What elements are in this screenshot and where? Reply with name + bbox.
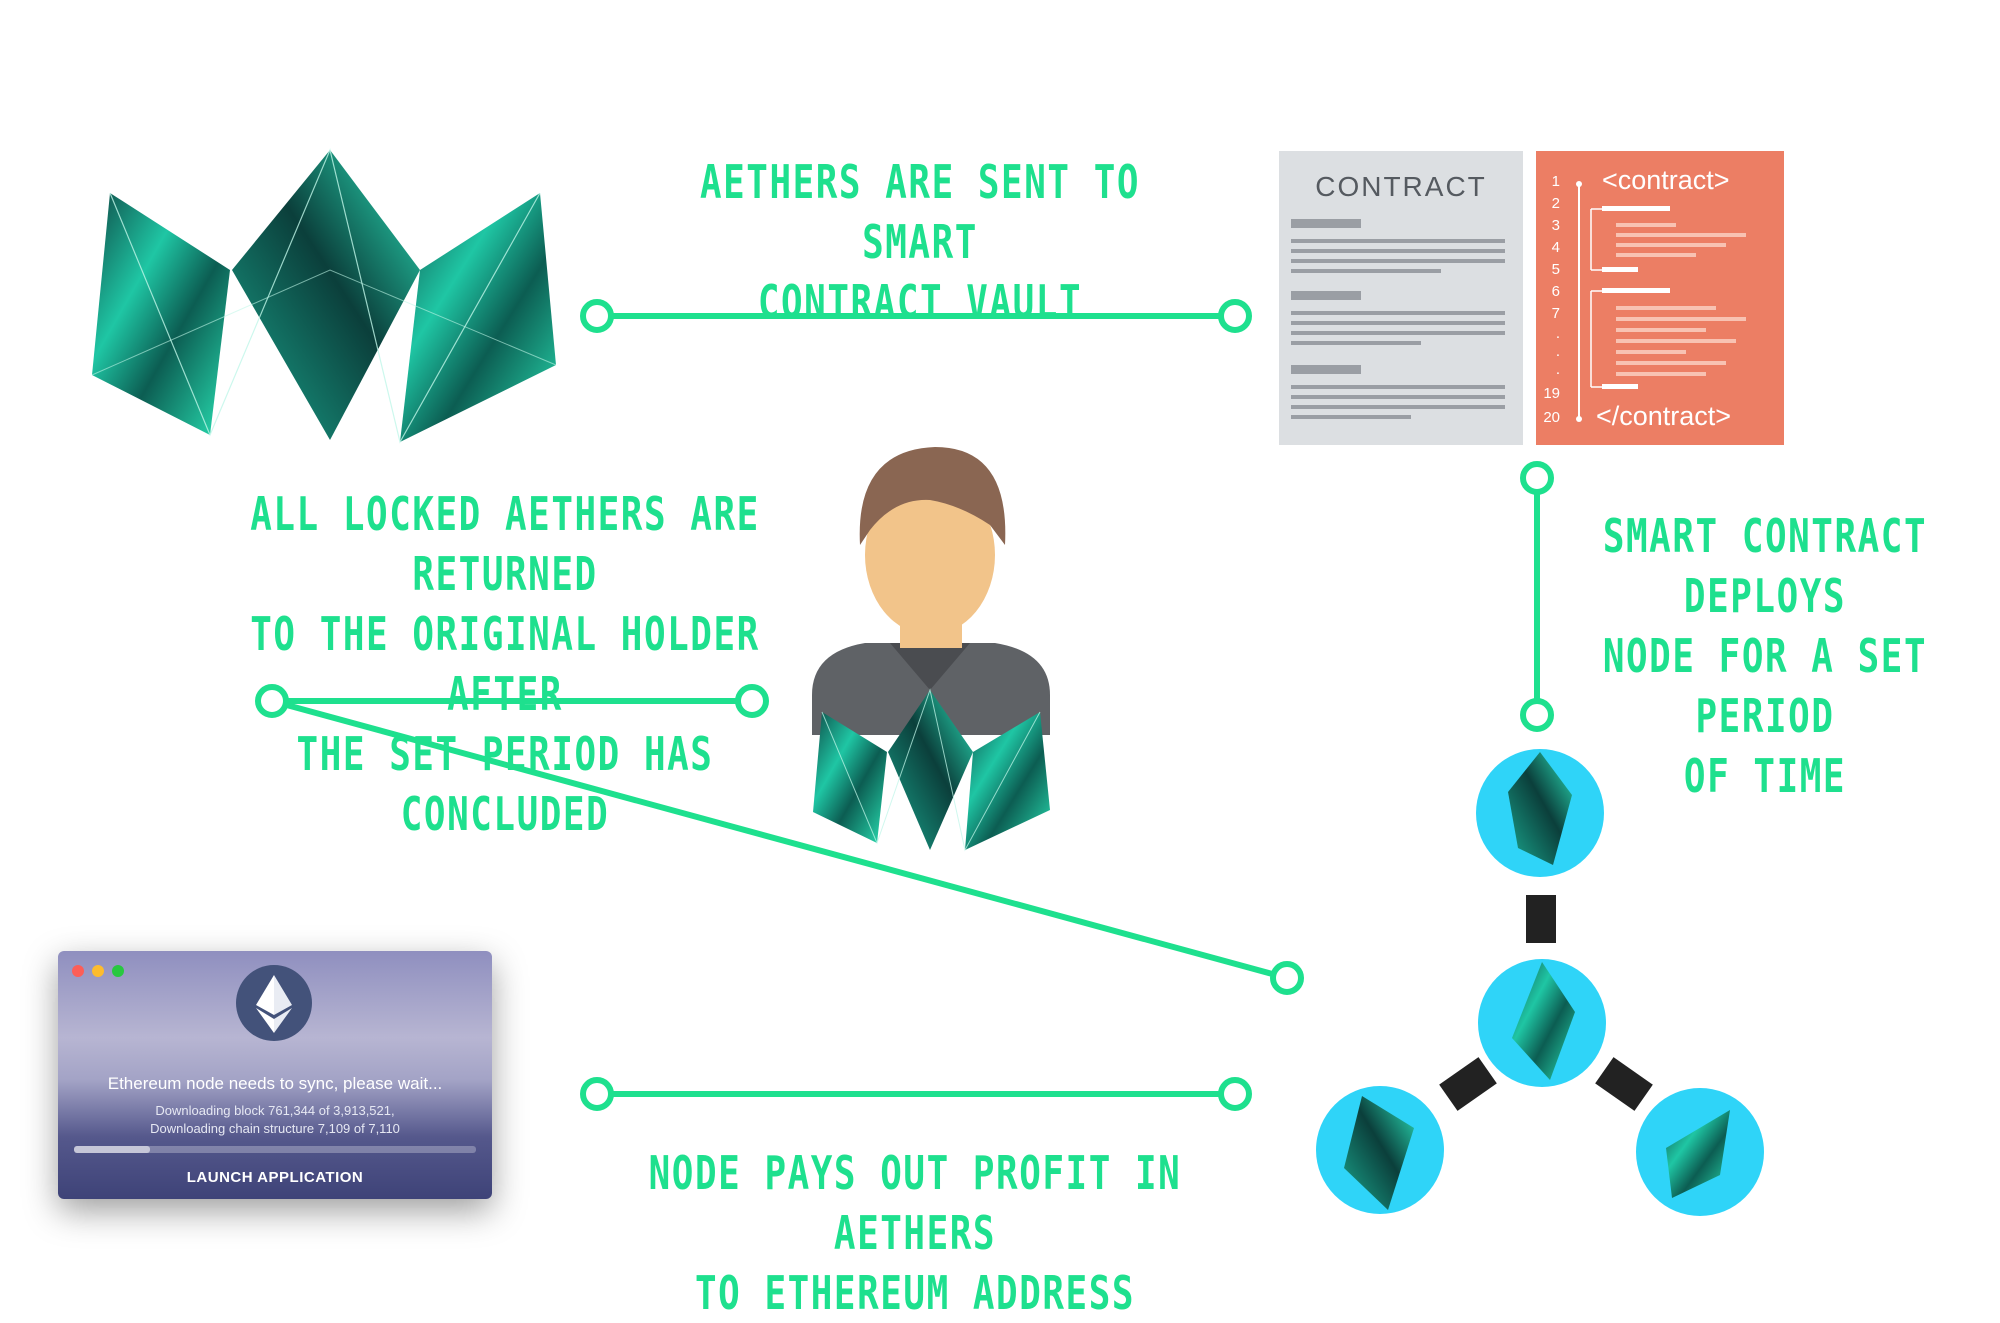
code-line-number: . — [1555, 361, 1560, 378]
code-line-number: . — [1555, 343, 1560, 360]
code-line-number: 5 — [1551, 261, 1560, 278]
code-line-number: 4 — [1551, 239, 1560, 256]
caption-line: Node pays out profit in Aethers — [648, 1146, 1182, 1260]
connector-bottom — [580, 1077, 1252, 1111]
node-link-top — [1526, 895, 1556, 943]
caption-line: Smart contract deploys — [1602, 509, 1928, 623]
connector-top — [580, 299, 1252, 333]
caption-line: the set period has concluded — [296, 727, 714, 841]
code-line-number: 20 — [1543, 409, 1560, 426]
node-network — [1316, 749, 1764, 1216]
sync-progress-bar — [74, 1146, 476, 1153]
connector-vertical — [1520, 461, 1554, 732]
code-line-number: 7 — [1551, 305, 1560, 322]
code-close-tag: </contract> — [1596, 401, 1732, 431]
caption-line: to the original holder after — [250, 607, 760, 721]
caption-line: Aethers are sent to smart — [699, 155, 1141, 269]
code-structure-lines — [1576, 181, 1746, 422]
code-line-number: 2 — [1551, 195, 1560, 212]
window-zoom-button[interactable] — [112, 965, 124, 977]
node-right — [1636, 1088, 1764, 1216]
caption-line: of time — [1683, 749, 1847, 803]
caption-returned: All locked Aethers are returned to the o… — [228, 484, 782, 844]
ethereum-sync-window: Ethereum node needs to sync, please wait… — [58, 951, 492, 1199]
code-line-number: . — [1555, 325, 1560, 342]
code-line-number: 1 — [1551, 173, 1560, 190]
sync-block-detail: Downloading block 761,344 of 3,913,521, — [155, 1103, 395, 1118]
launch-application-button[interactable]: LAUNCH APPLICATION — [186, 1169, 364, 1186]
sync-status-text: Ethereum node needs to sync, please wait… — [107, 1074, 443, 1093]
node-center — [1478, 959, 1606, 1087]
window-minimize-button[interactable] — [92, 965, 104, 977]
caption-line: node for a set period — [1602, 629, 1928, 743]
caption-line: to Ethereum address — [694, 1266, 1136, 1320]
node-link-right — [1595, 1057, 1653, 1111]
aether-crystals-small — [813, 688, 1050, 852]
ethereum-logo-icon — [236, 965, 312, 1041]
sync-chain-detail: Downloading chain structure 7,109 of 7,1… — [150, 1121, 400, 1136]
connector-return — [255, 684, 1304, 995]
caption-sent-to-vault: Aethers are sent to smart contract vault — [678, 152, 1162, 332]
code-line-number: 6 — [1551, 283, 1560, 300]
contract-text-lines — [1291, 219, 1505, 419]
contract-title: CONTRACT — [1315, 171, 1487, 202]
caption-pays-out: Node pays out profit in Aethers to Ether… — [638, 1143, 1192, 1323]
code-line-number: 3 — [1551, 217, 1560, 234]
contract-document: CONTRACT — [1279, 151, 1523, 445]
code-open-tag: <contract> — [1602, 165, 1730, 195]
node-top — [1476, 749, 1604, 877]
aether-crystals-large — [91, 148, 557, 444]
node-left — [1316, 1086, 1444, 1214]
sync-progress-fill — [74, 1146, 151, 1153]
contract-code-panel: <contract> </contract> 1 2 3 4 5 6 7 . .… — [1536, 151, 1784, 445]
caption-deploys: Smart contract deploys node for a set pe… — [1582, 506, 1949, 806]
caption-line: contract vault — [757, 275, 1083, 329]
holder-avatar — [812, 447, 1050, 735]
diagram-graphics — [91, 148, 1764, 1216]
node-link-left — [1439, 1057, 1497, 1111]
caption-line: All locked Aethers are returned — [250, 487, 760, 601]
window-close-button[interactable] — [72, 965, 84, 977]
code-line-number: 19 — [1543, 385, 1560, 402]
